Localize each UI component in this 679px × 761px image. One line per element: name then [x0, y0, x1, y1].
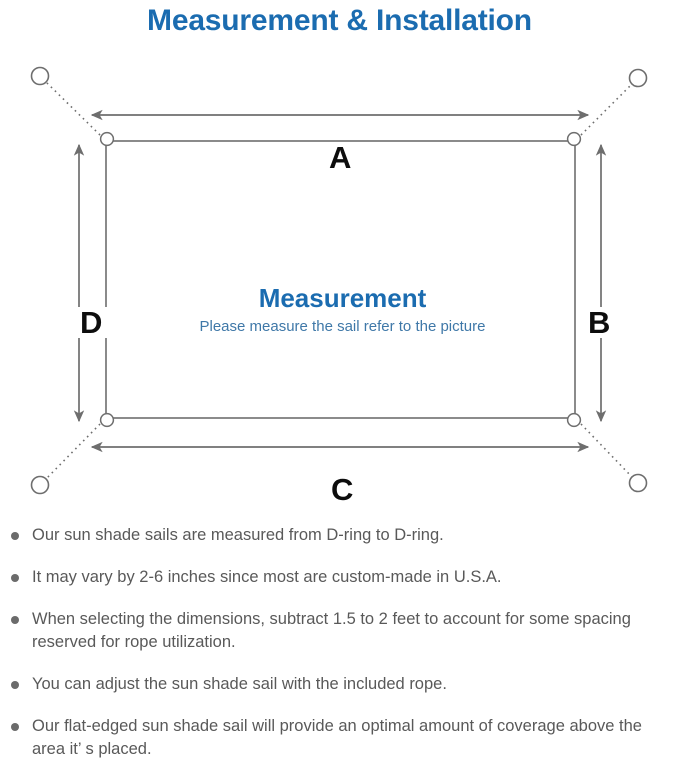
list-item: You can adjust the sun shade sail with t… [0, 673, 679, 696]
dimension-label-d: D [73, 307, 110, 338]
d-ring-bottom-right-icon [566, 412, 582, 428]
measurement-diagram: A B C D Measurement Please measure the s… [0, 44, 679, 514]
measurement-center-subtitle: Please measure the sail refer to the pic… [199, 318, 486, 335]
dimension-label-c: C [324, 474, 361, 505]
bottom-left-anchor-icon [30, 475, 50, 495]
rope-line-bottom-right [580, 423, 633, 478]
bullet-icon [11, 616, 19, 624]
diagram-svg [30, 66, 648, 495]
list-item-text: When selecting the dimensions, subtract … [32, 610, 631, 651]
list-item: It may vary by 2-6 inches since most are… [0, 566, 679, 589]
measurement-center-title: Measurement [258, 283, 427, 313]
bullet-icon [11, 723, 19, 731]
bottom-right-anchor-icon [628, 473, 648, 493]
list-item-text: You can adjust the sun shade sail with t… [32, 675, 447, 693]
rope-line-top-left [45, 81, 101, 136]
list-item-text: It may vary by 2-6 inches since most are… [32, 568, 502, 586]
rope-line-top-right [580, 83, 633, 136]
list-item: When selecting the dimensions, subtract … [0, 608, 679, 654]
top-left-anchor-icon [30, 66, 50, 86]
d-ring-top-left-icon [99, 131, 115, 147]
list-item-text: Our sun shade sails are measured from D-… [32, 526, 444, 544]
sail-rectangle [105, 140, 576, 419]
page-title: Measurement & Installation [147, 4, 532, 37]
list-item-text: Our flat-edged sun shade sail will provi… [32, 717, 642, 758]
bullet-icon [11, 574, 19, 582]
d-ring-top-right-icon [566, 131, 582, 147]
notes-list: Our sun shade sails are measured from D-… [0, 524, 679, 761]
rope-line-bottom-left [45, 423, 101, 480]
bullet-icon [11, 681, 19, 689]
top-right-anchor-icon [628, 68, 648, 88]
list-item: Our sun shade sails are measured from D-… [0, 524, 679, 547]
dimension-label-a: A [322, 142, 359, 173]
d-ring-bottom-left-icon [99, 412, 115, 428]
measurement-center-label: Measurement Please measure the sail refe… [110, 282, 575, 338]
list-item: Our flat-edged sun shade sail will provi… [0, 715, 679, 761]
dimension-label-b: B [581, 307, 618, 338]
bullet-icon [11, 532, 19, 540]
